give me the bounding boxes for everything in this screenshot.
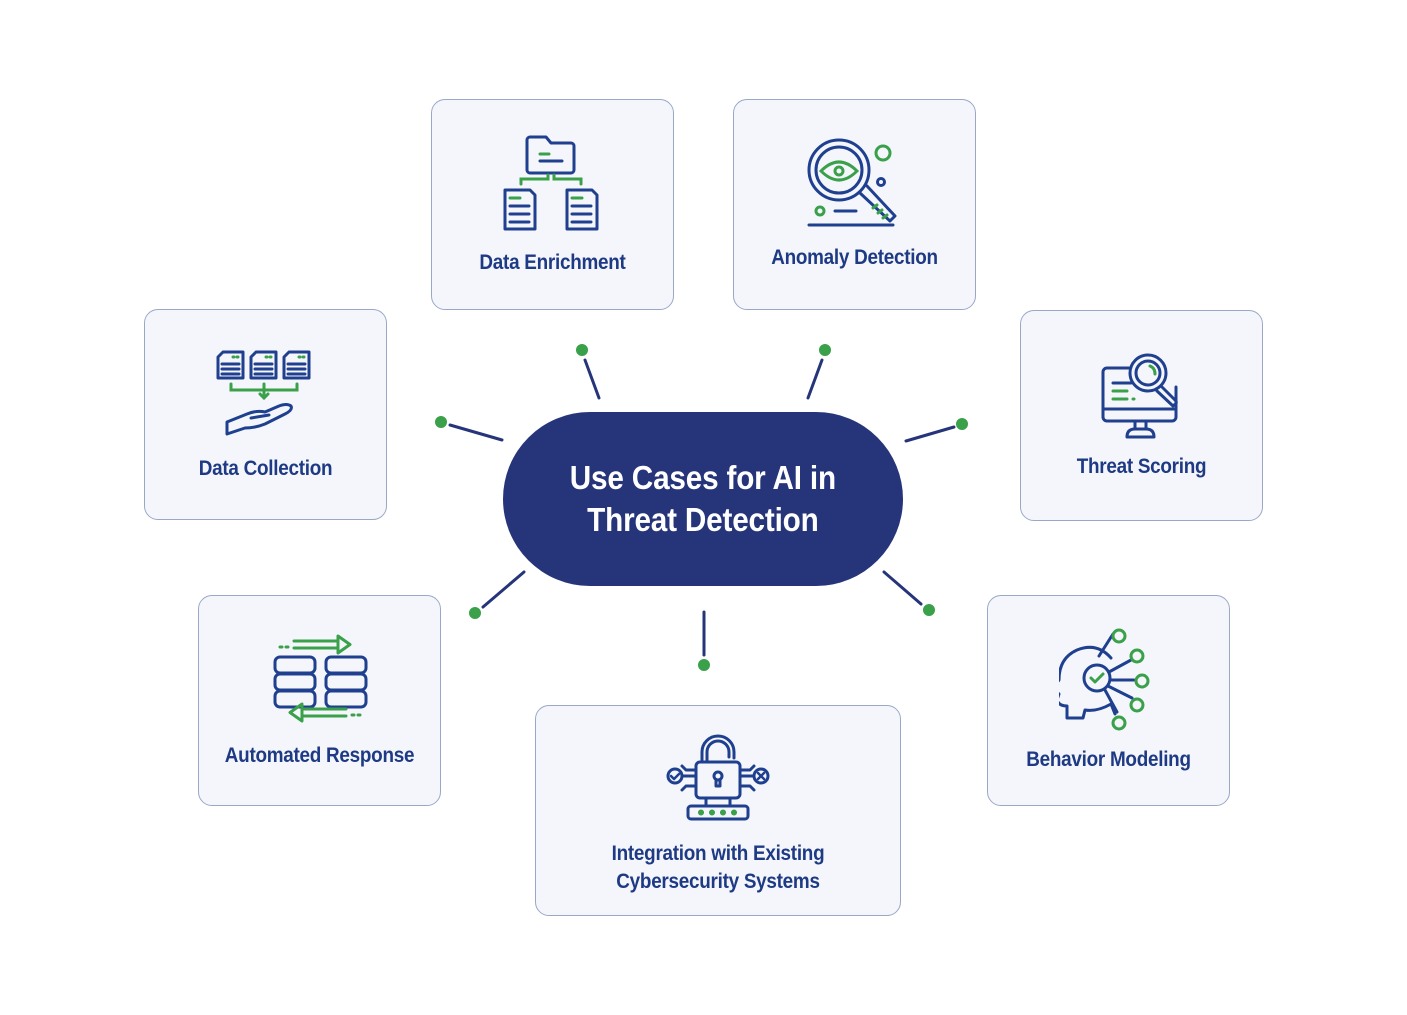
- connector-automated-response: [481, 570, 526, 609]
- connector-dot: [469, 607, 481, 619]
- padlock-network-icon: [666, 734, 770, 821]
- node-label: Anomaly Detection: [771, 246, 938, 269]
- documents-hand-icon: [216, 350, 310, 436]
- node-label: Data Collection: [198, 457, 333, 480]
- central-topic: Use Cases for AI in Threat Detection: [503, 412, 903, 586]
- connector-data-enrichment: [583, 358, 601, 400]
- central-topic-title: Use Cases for AI in Threat Detection: [570, 457, 836, 541]
- node-data-collection: Data Collection: [144, 309, 387, 520]
- central-topic-line: Threat Detection: [587, 501, 819, 538]
- connector-data-collection: [448, 423, 504, 442]
- node-label: Integration with Existing Cybersecurity …: [554, 840, 882, 896]
- node-threat-scoring: Threat Scoring: [1020, 310, 1263, 521]
- connector-dot: [956, 418, 968, 430]
- connector-dot: [576, 344, 588, 356]
- node-label: Automated Response: [224, 744, 415, 767]
- connector-dot: [923, 604, 935, 616]
- node-label-line: Integration with Existing: [611, 842, 825, 865]
- folder-documents-icon: [503, 135, 598, 231]
- node-integration: Integration with Existing Cybersecurity …: [535, 705, 901, 916]
- head-network-icon: [1058, 628, 1149, 731]
- node-data-enrichment: Data Enrichment: [431, 99, 674, 310]
- node-behavior-modeling: Behavior Modeling: [987, 595, 1230, 806]
- monitor-magnifier-icon: [1101, 353, 1178, 439]
- connector-dot: [698, 659, 710, 671]
- database-sync-icon: [273, 634, 367, 723]
- node-anomaly-detection: Anomaly Detection: [733, 99, 976, 310]
- node-label: Behavior Modeling: [1026, 748, 1191, 771]
- connector-anomaly-detection: [806, 358, 824, 400]
- node-label-line: Cybersecurity Systems: [616, 870, 820, 893]
- node-automated-response: Automated Response: [198, 595, 441, 806]
- central-topic-line: Use Cases for AI in: [569, 459, 837, 496]
- node-label: Data Enrichment: [479, 251, 626, 274]
- node-label: Threat Scoring: [1076, 455, 1207, 478]
- connector-dot: [435, 416, 447, 428]
- magnifier-eye-icon: [807, 138, 896, 227]
- connector-dot: [819, 344, 831, 356]
- connector-threat-scoring: [904, 425, 956, 443]
- connector-behavior-modeling: [882, 570, 923, 606]
